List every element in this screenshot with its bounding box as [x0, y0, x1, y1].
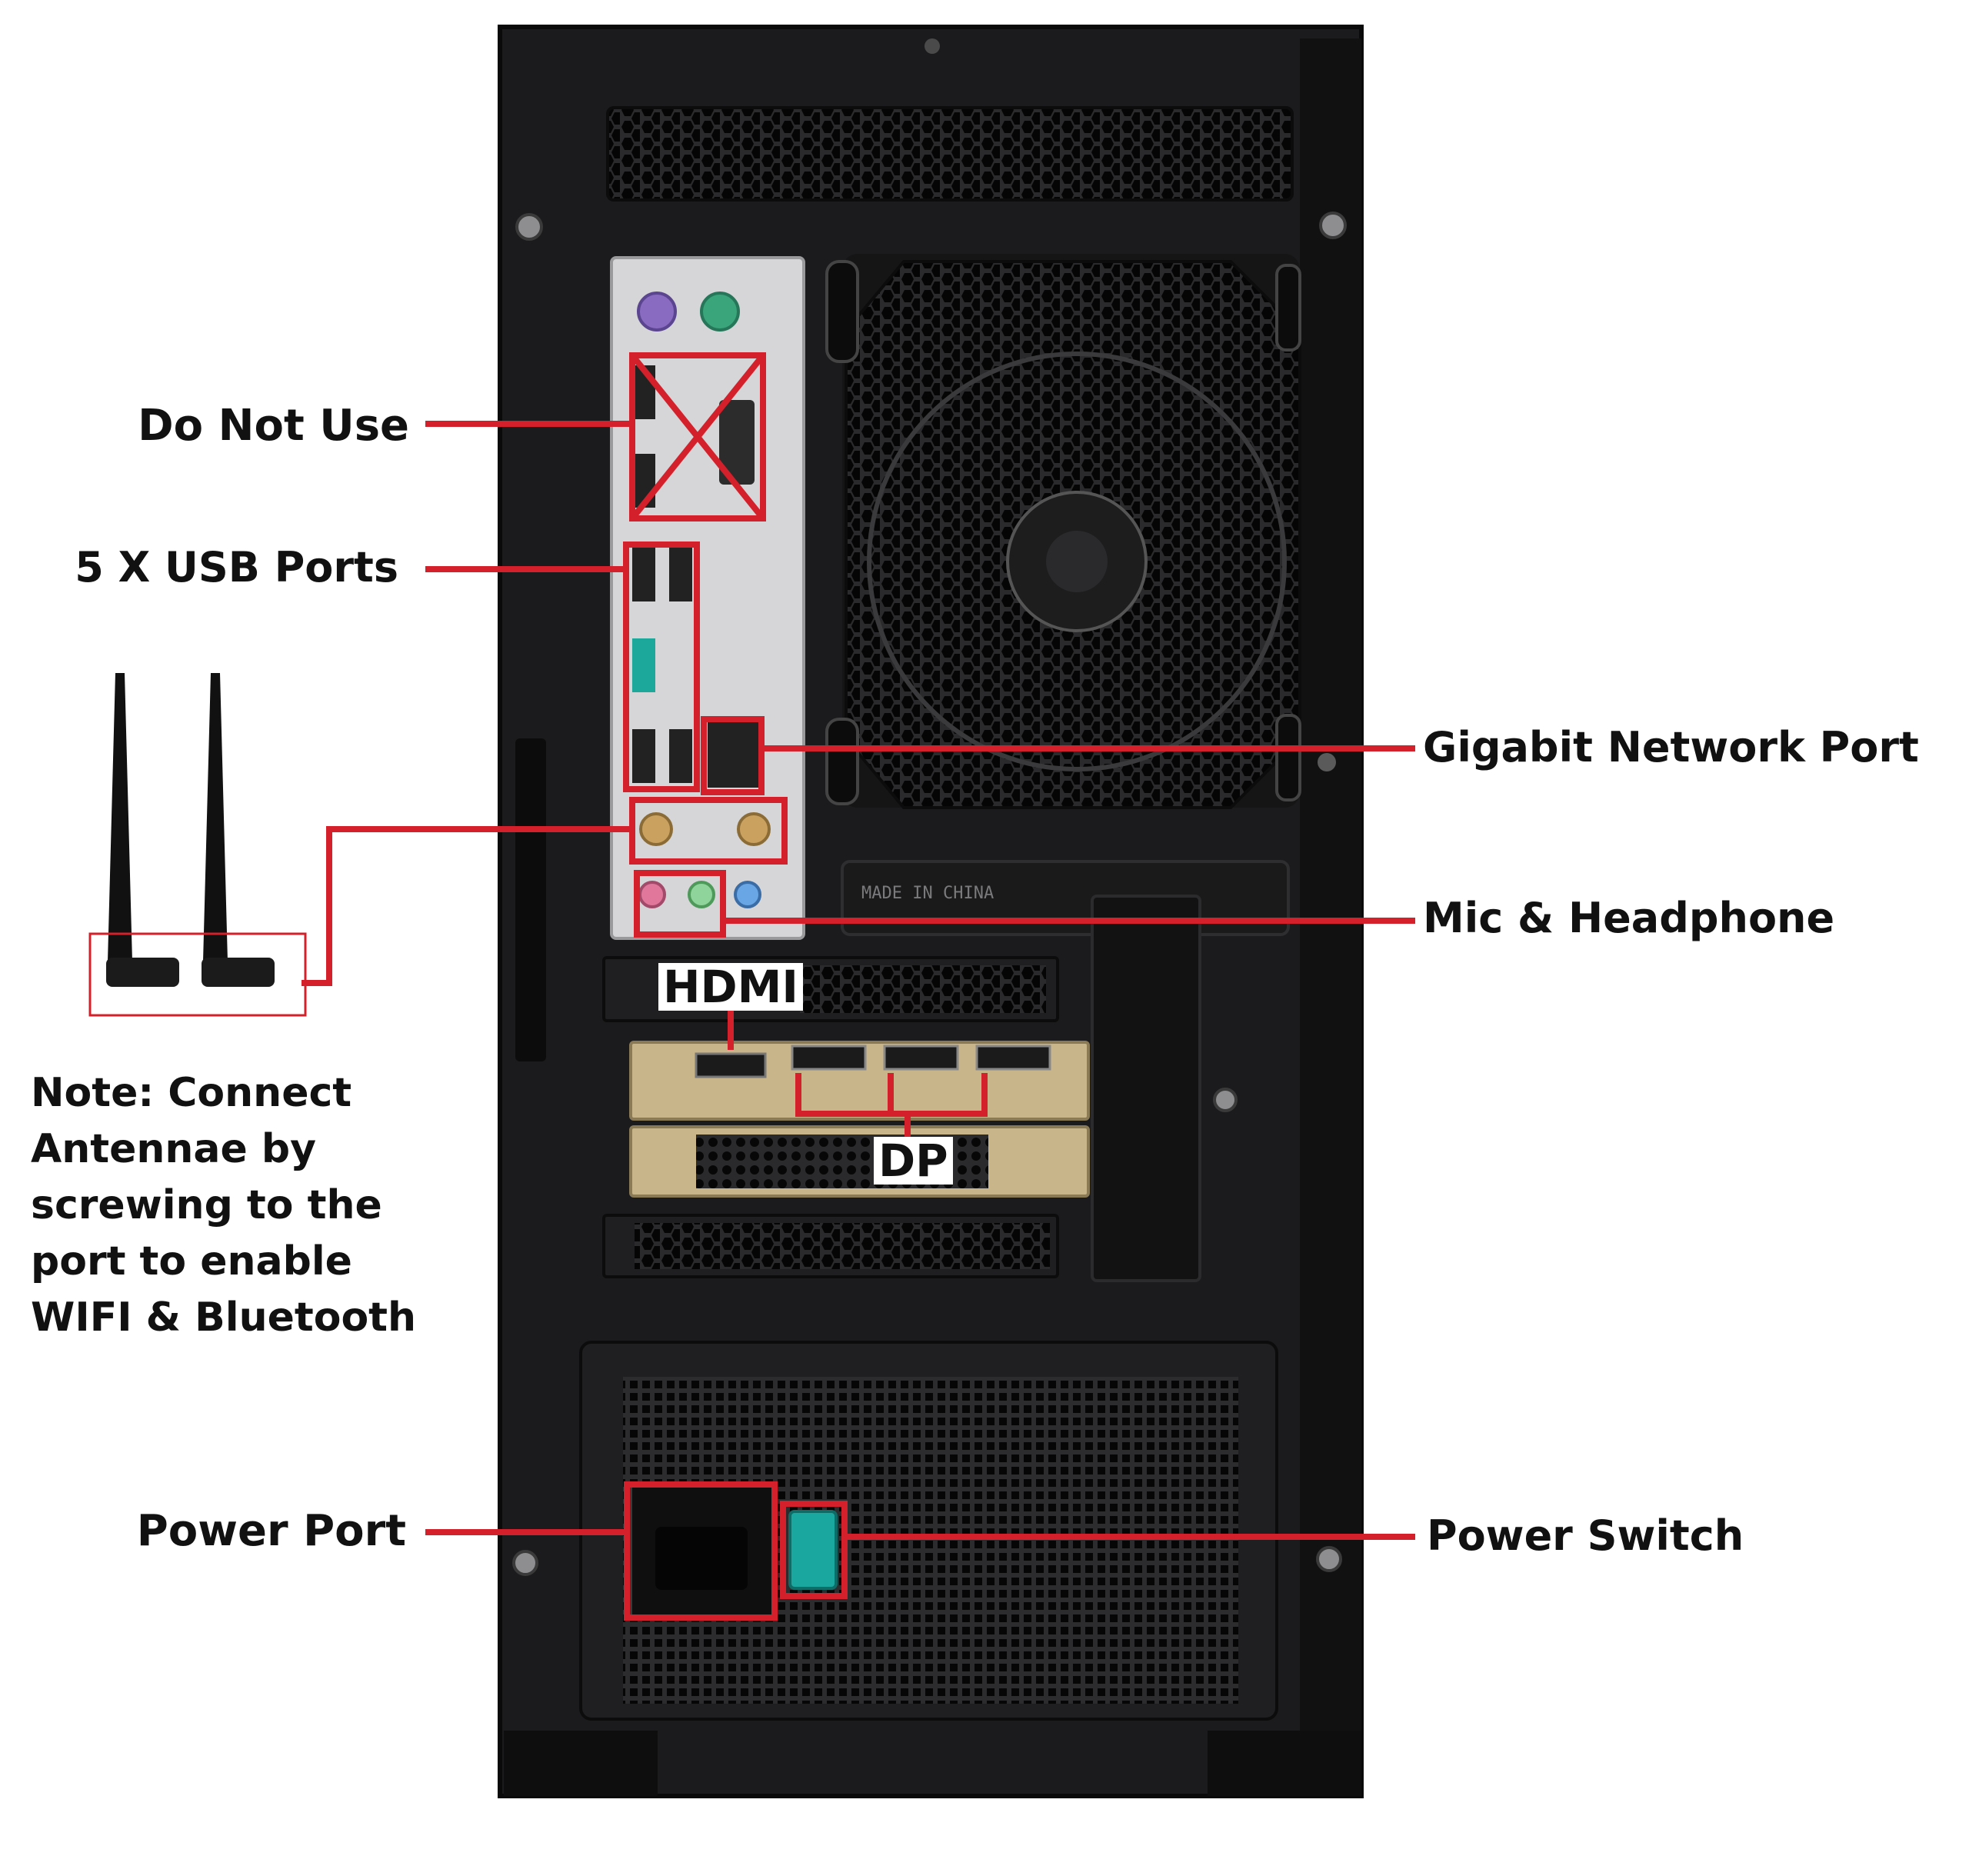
hdmi-label: HDMI — [658, 963, 803, 1011]
ethernet-port-icon — [708, 721, 758, 788]
antenna-base — [202, 958, 275, 987]
gpu-displayport-icon — [975, 1045, 1051, 1071]
antenna-note: Note: Connect Antennae by screwing to th… — [31, 1065, 508, 1346]
case-side-panel — [1300, 38, 1361, 1784]
iec-power-inlet-icon — [655, 1527, 748, 1590]
case-foot-right — [1208, 1731, 1361, 1796]
note-line: screwing to the — [31, 1182, 382, 1228]
usb-port-icon — [632, 729, 655, 783]
screw-icon — [512, 1550, 538, 1576]
gpu-hdmi-port-icon — [695, 1052, 767, 1078]
screw-icon — [1316, 1546, 1342, 1572]
screw-icon — [1318, 753, 1336, 771]
rear-fan — [825, 254, 1301, 809]
screw-icon — [925, 38, 940, 54]
line-in-jack-icon — [734, 881, 761, 908]
made-in-text: MADE IN CHINA — [861, 884, 994, 903]
case-handle-slot — [515, 738, 546, 1061]
screw-icon — [1213, 1088, 1238, 1112]
note-line: WIFI & Bluetooth — [31, 1295, 417, 1341]
gpu-displayport-icon — [883, 1045, 959, 1071]
slot-vent — [800, 965, 1046, 1013]
dp-label: DP — [874, 1137, 953, 1185]
do-not-use-cross — [629, 353, 766, 521]
usb-3-port-icon — [632, 638, 655, 692]
wifi-antennae — [106, 673, 275, 987]
ps2-keyboard-port-icon — [637, 292, 677, 332]
power-switch-icon[interactable] — [788, 1510, 838, 1590]
usb-port-icon — [632, 548, 655, 601]
vertical-gpu-bracket — [1091, 895, 1201, 1282]
usb-port-icon — [669, 548, 692, 601]
slot-vent — [635, 1223, 1050, 1269]
network-port-label: Gigabit Network Port — [1423, 723, 1919, 771]
mic-headphone-label: Mic & Headphone — [1423, 894, 1835, 942]
network-port-box — [701, 716, 765, 795]
note-line: port to enable — [31, 1238, 352, 1285]
antenna-base — [106, 958, 179, 987]
case-foot-left — [504, 1731, 658, 1796]
mic-jack-icon — [638, 881, 666, 908]
top-vent — [606, 106, 1294, 202]
power-switch-box — [780, 1501, 848, 1599]
note-line: Note: Connect — [31, 1070, 352, 1116]
power-switch-label: Power Switch — [1427, 1511, 1744, 1560]
gpu-displayport-icon — [791, 1045, 867, 1071]
power-port-label: Power Port — [136, 1506, 406, 1556]
power-supply — [579, 1341, 1278, 1721]
antennae-box — [88, 932, 307, 1017]
audio-jacks-box — [634, 870, 726, 938]
antenna-connector-icon — [737, 812, 771, 846]
antenna-icon — [108, 673, 132, 961]
screw-icon — [1319, 212, 1347, 239]
do-not-use-label: Do Not Use — [138, 401, 409, 451]
vga-port-icon — [719, 400, 755, 485]
io-shield — [610, 256, 805, 940]
ps2-mouse-port-icon — [700, 292, 740, 332]
antenna-icon — [203, 673, 228, 961]
power-port-box — [624, 1481, 778, 1621]
screw-icon — [515, 213, 543, 241]
headphone-jack-icon — [688, 881, 715, 908]
antenna-connector-icon — [639, 812, 673, 846]
usb-ports-label: 5 X USB Ports — [75, 543, 398, 591]
usb-ports-box — [623, 541, 700, 792]
note-line: Antennae by — [31, 1126, 317, 1172]
callout-markers — [88, 352, 1415, 1621]
do-not-use-box — [629, 352, 766, 521]
antenna-leader — [302, 826, 632, 986]
usb-port-icon — [669, 729, 692, 783]
